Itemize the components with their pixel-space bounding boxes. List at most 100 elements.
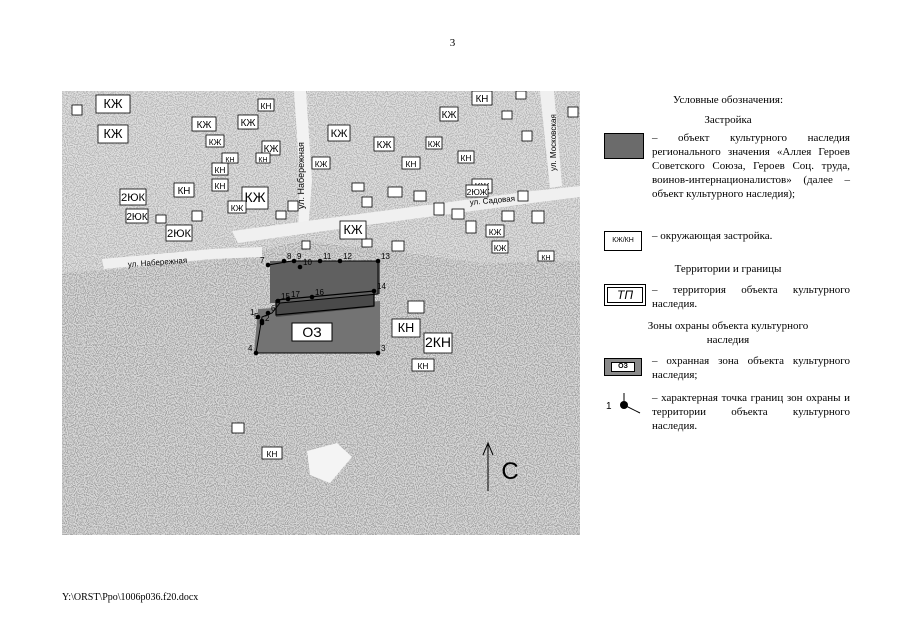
building-labeled: КЖ (191, 116, 217, 132)
building (531, 210, 545, 224)
boundary-point-label: 6 (271, 304, 276, 313)
building-label: КЖ (489, 227, 502, 237)
building-labeled: КЖ (491, 240, 509, 254)
building-label: КЖ (442, 110, 457, 121)
boundary-point: 6 (265, 304, 276, 316)
building-labeled: 2ЮК (119, 188, 147, 206)
building-label: КН (418, 361, 429, 371)
building-label: КН (215, 165, 226, 175)
building (351, 182, 365, 192)
boundary-point: 9 (291, 252, 302, 264)
building-labeled: КН (391, 318, 421, 338)
building-label: КЖ (428, 139, 441, 149)
boundary-point: 5 (254, 312, 265, 324)
building-label: КН (178, 186, 191, 197)
boundary-point-label: 4 (248, 344, 253, 353)
boundary-point-label: 10 (303, 258, 312, 267)
building (387, 186, 403, 198)
legend-surrounding-text: – окружающая застройка. (652, 230, 773, 242)
building (155, 214, 167, 224)
building-labeled: КН (537, 250, 555, 262)
building-label: КН (261, 101, 272, 111)
building-label: КН (406, 159, 417, 169)
building-label: 2ЮЖ (467, 187, 488, 197)
building-labeled: КЖ (485, 224, 505, 238)
point-swatch: 1 (606, 393, 641, 414)
building (433, 202, 445, 216)
building-labeled: КН (411, 358, 435, 372)
building-label: КЖ (264, 144, 279, 155)
zone-boundary (255, 260, 379, 354)
boundary-point-label: 11 (323, 252, 332, 261)
building (231, 422, 245, 434)
building-labeled: КН (257, 98, 275, 112)
building-label: КЖ (104, 127, 123, 141)
boundary-point: 7 (260, 256, 271, 268)
boundary-point-label: 1 (250, 308, 255, 317)
building-labeled: КЖ (373, 136, 395, 152)
boundary-point-label: 12 (343, 252, 352, 261)
heritage-swatch (604, 133, 644, 159)
building (521, 130, 533, 142)
building-label: КЖ (197, 120, 212, 131)
building-label: КЖ (377, 140, 392, 151)
building-labeled: КЖ (327, 124, 351, 142)
building-label: КЖ (244, 189, 265, 205)
building-label: КН (225, 157, 234, 164)
street-label-naberezhnaya-vertical: ул. Набережная (296, 142, 306, 209)
building (361, 196, 373, 208)
boundary-point-label: 7 (260, 256, 265, 265)
building-label: 2ЮК (167, 228, 192, 240)
building (287, 200, 299, 212)
building-labeled: КЖ (205, 134, 225, 148)
building-labeled: КН (401, 156, 421, 170)
boundary-point: 11 (317, 252, 332, 264)
legend-point-text: – характерная точка границ зон охраны и … (652, 392, 850, 432)
street-label-naberezhnaya: ул. Набережная (128, 256, 188, 269)
building-label: 2ЮК (121, 192, 146, 204)
building (407, 300, 425, 314)
building-labeled: 2ЮК (125, 208, 149, 224)
boundary-point: 13 (375, 252, 390, 264)
boundary-point-label: 14 (377, 282, 386, 291)
building (501, 210, 515, 222)
boundary-point: 10 (297, 258, 312, 270)
road-naberezhnaya-vertical (294, 91, 312, 231)
building-label: КН (215, 181, 226, 191)
building (517, 190, 529, 202)
building-labeled: КЖ (95, 94, 131, 114)
svg-text:1: 1 (606, 401, 612, 412)
building-labeled: КН (221, 152, 239, 164)
north-arrow: С (482, 441, 519, 491)
building (413, 190, 427, 202)
building-labeled: КН (471, 91, 493, 106)
building-label: 2КН (425, 334, 451, 350)
territory-strip (276, 294, 374, 317)
building (71, 104, 83, 116)
street-label-moskovskaya: ул. Московская (549, 114, 558, 171)
building (301, 240, 311, 250)
boundary-point: 8 (281, 252, 292, 264)
boundary-point: 1 (250, 308, 261, 320)
building-label: КЖ (331, 128, 349, 140)
boundary-point-label: 17 (291, 290, 300, 299)
building (275, 210, 287, 220)
building-labeled: КЖ (261, 140, 281, 156)
building-labeled: КЖ (311, 156, 331, 170)
page-number: 3 (449, 37, 456, 49)
building-label: КЖ (104, 97, 123, 111)
legend-section-territories: Территории и границы (674, 263, 782, 275)
building (361, 238, 373, 248)
building (465, 220, 477, 234)
territory-swatch: ТП (604, 284, 646, 306)
building-label: КН (398, 321, 414, 335)
zone-label: ОЗ (302, 324, 321, 340)
footer-path: Y:\ORST\Ppo\1006p036.f20.docx (62, 592, 199, 603)
legend-section-building: Застройка (704, 114, 752, 126)
territory-boundary (275, 290, 375, 316)
boundary-point: 4 (248, 344, 259, 356)
boundary-point-label: 2 (265, 314, 270, 323)
